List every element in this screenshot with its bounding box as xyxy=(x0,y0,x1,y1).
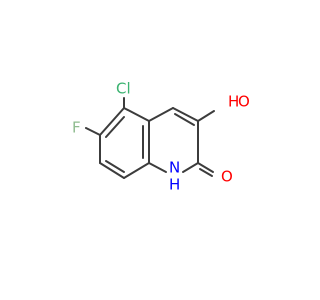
atom-label-f: F xyxy=(72,119,81,137)
bond-c6-f xyxy=(85,127,101,136)
bond-c5-c6-inner xyxy=(105,116,125,138)
bond-c2-n xyxy=(182,162,199,173)
bond-c4-c3-inner xyxy=(174,113,195,126)
bond-c5-c6 xyxy=(99,107,125,136)
bond-c2-o-double xyxy=(199,168,213,177)
molecule-diagram: Cl F H O O N H xyxy=(72,80,250,194)
bond-c8-c8a xyxy=(123,162,150,179)
bond-c2-o xyxy=(197,162,214,173)
atom-label-o-carbonyl: O xyxy=(221,168,233,186)
bond-c7-c8 xyxy=(99,162,125,179)
bond-c4a-c4 xyxy=(148,107,174,122)
atom-label-cl: Cl xyxy=(116,80,131,98)
atom-label-n: N xyxy=(169,159,180,177)
molecule-structure: Cl F H O O N H xyxy=(72,80,250,194)
bond-n-c8a xyxy=(148,162,167,173)
bond-c3-o xyxy=(197,110,215,122)
atom-label-o-hydroxyl: O xyxy=(238,93,250,111)
bond-c4a-c5 xyxy=(123,107,150,122)
atom-label-h-amine: H xyxy=(169,176,180,194)
atom-label-h-hydroxyl: H xyxy=(228,93,239,111)
bond-c7-c8-inner xyxy=(105,160,125,173)
bond-c4-c3 xyxy=(172,107,199,122)
